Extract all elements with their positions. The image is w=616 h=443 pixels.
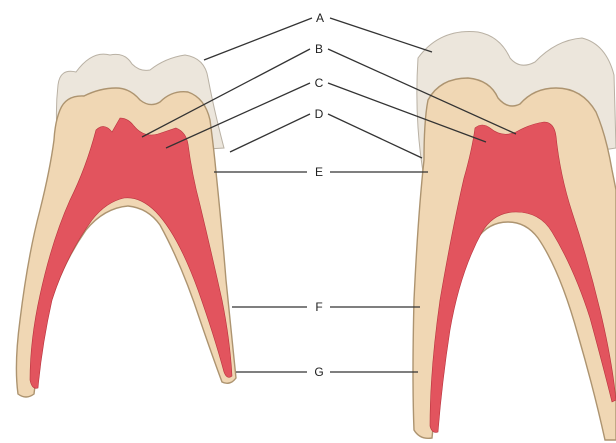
leader-a-right	[330, 18, 432, 52]
leader-d-right	[328, 114, 422, 158]
callout-labels: A B C D E F G	[314, 11, 324, 379]
label-b: B	[315, 42, 323, 56]
label-c: C	[315, 76, 324, 90]
right-tooth	[413, 32, 616, 440]
leader-a-left	[204, 18, 312, 60]
label-d: D	[315, 107, 324, 121]
label-e: E	[315, 165, 323, 179]
label-g: G	[314, 365, 323, 379]
leader-d-left	[230, 114, 310, 152]
label-a: A	[316, 11, 324, 25]
label-f: F	[315, 300, 322, 314]
